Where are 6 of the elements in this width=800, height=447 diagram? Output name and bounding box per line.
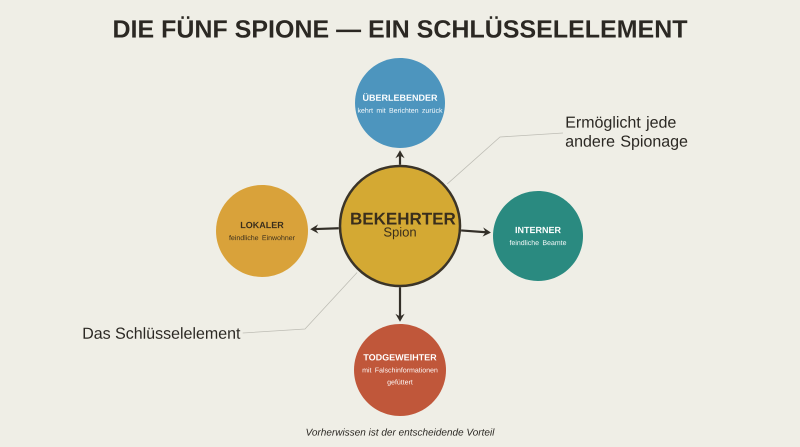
title: DIE FÜNF SPIONE — EIN SCHLÜSSELELEMENT	[114, 16, 688, 38]
callout-text: Ermöglicht jede andere Spionage	[566, 116, 688, 150]
caption: Vorherwissen ist der entscheidende Vorteil	[306, 428, 495, 436]
leader-line	[446, 132, 564, 184]
callout-text: Das Schlüsselelement	[84, 327, 240, 339]
leader-line	[242, 272, 358, 334]
